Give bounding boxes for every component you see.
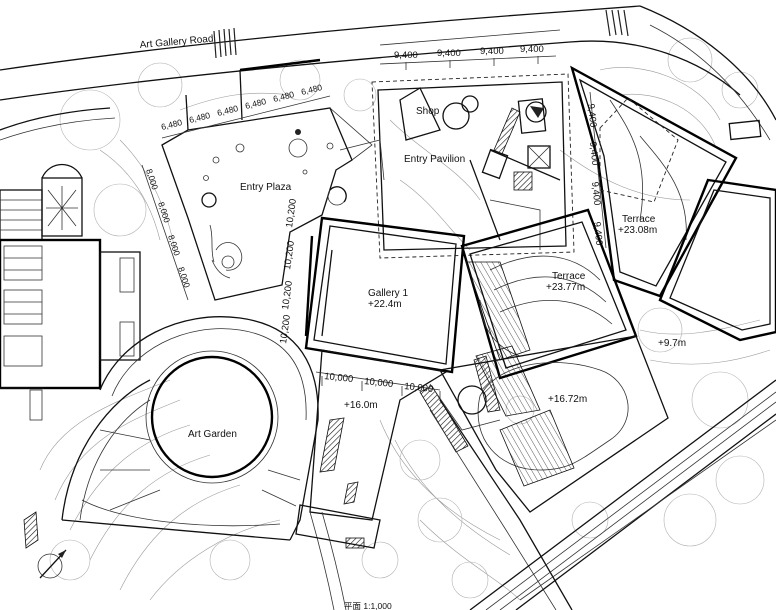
crosswalk (213, 9, 629, 59)
dim-8000-4: 8,000 (176, 266, 192, 290)
dim-10200-3: 10,200 (280, 280, 295, 310)
dim-10000-2: 10,000 (364, 376, 394, 390)
existing-gallery-building (0, 107, 141, 421)
dim-9400-top-3: 9,400 (480, 46, 504, 57)
dim-10000-3: 10,000 (404, 381, 434, 395)
north-arrow (37, 549, 67, 579)
dim-9400-top-4: 9,400 (520, 44, 544, 55)
art-gallery-road: Art Gallery Road (0, 5, 776, 141)
dim-6480-1: 6,480 (160, 117, 183, 132)
dim-6480-4: 6,480 (244, 96, 267, 111)
terrace-upper: 9,400 9,400 9,400 9,400 Terrace +23.08m (570, 65, 776, 342)
dim-9400-top-2: 9,400 (437, 48, 461, 59)
plaza-left-dimensions: 8,000 8,000 8,000 8,000 (141, 164, 192, 301)
entry-plaza-label: Entry Plaza (240, 182, 292, 193)
gallery-1: Gallery 1 +22.4m 10,200 10,200 10,200 10… (278, 198, 466, 374)
terrace-upper-name: Terrace (622, 214, 656, 225)
entry-plaza: Entry Plaza 6,480 6,480 6,480 6,480 6,48 (141, 58, 373, 301)
terrace-mid-level: +23.77m (546, 282, 585, 293)
dim-10200-1: 10,200 (284, 198, 299, 228)
dim-6480-5: 6,480 (272, 89, 295, 104)
art-garden: Art Garden (61, 316, 319, 541)
road-label: Art Gallery Road (139, 34, 214, 51)
dim-9400-right-2: 9,400 (587, 141, 600, 166)
dim-9400-right-3: 9,400 (589, 181, 602, 206)
entry-pavilion-label: Entry Pavilion (404, 154, 465, 165)
level-97-label: +9.7m (658, 338, 686, 349)
dim-6480-3: 6,480 (216, 103, 239, 118)
level-160-label: +16.0m (344, 400, 378, 411)
dim-8000-3: 8,000 (166, 234, 182, 258)
art-garden-label: Art Garden (188, 429, 237, 440)
entry-pavilion: 9,400 9,400 9,400 9,400 Shop Entry Pavil… (339, 44, 575, 259)
dim-10000-1: 10,000 (324, 371, 354, 385)
dim-6480-2: 6,480 (188, 110, 211, 125)
terrace-1672: +16.72m (419, 335, 669, 513)
plaza-top-dimensions: 6,480 6,480 6,480 6,480 6,480 6,480 (160, 82, 331, 139)
scale-caption: 平面 1:1,000 (344, 601, 392, 610)
dim-10200-4: 10,200 (278, 314, 293, 344)
terrace-upper-level: +23.08m (618, 225, 657, 236)
dim-9400-top-1: 9,400 (394, 50, 418, 61)
gallery-name-label: Gallery 1 (368, 288, 408, 299)
dim-10200-2: 10,200 (282, 240, 297, 270)
contour-lines (39, 67, 771, 601)
terrace-mid-name: Terrace (552, 271, 586, 282)
gallery-level-label: +22.4m (368, 299, 402, 310)
plaza-planters (201, 129, 347, 279)
shop-label: Shop (416, 106, 440, 117)
central-ramp: 10,000 10,000 10,000 +16.0m (295, 349, 573, 610)
level-1672-label: +16.72m (548, 394, 587, 405)
dim-9400-right-1: 9,400 (585, 103, 598, 128)
railway-corridor (469, 379, 776, 610)
dim-6480-6: 6,480 (300, 82, 323, 97)
